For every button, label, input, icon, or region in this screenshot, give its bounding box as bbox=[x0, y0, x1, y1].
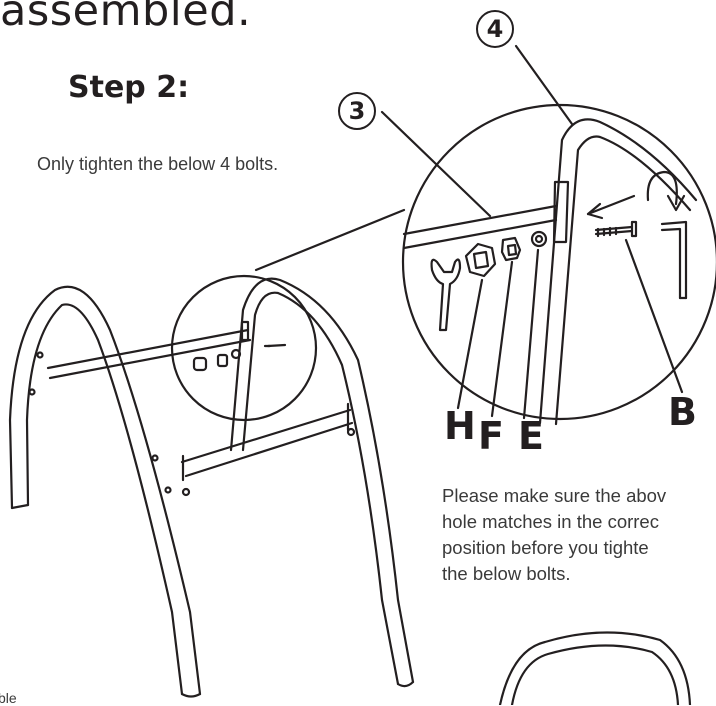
note-line: position before you tighte bbox=[442, 537, 649, 558]
note-line: Please make sure the abov bbox=[442, 485, 667, 506]
note-line: hole matches in the correc bbox=[442, 511, 659, 532]
tighten-instruction: Only tighten the below 4 bolts. bbox=[37, 154, 279, 174]
label-part-b: B bbox=[668, 390, 697, 434]
leader-part-3 bbox=[380, 110, 492, 218]
large-detail-circle bbox=[401, 103, 716, 426]
alignment-note: Please make sure the abov hole matches i… bbox=[442, 483, 716, 587]
chair-frame bbox=[8, 277, 415, 698]
badge-part-4: 4 bbox=[476, 10, 514, 48]
seat-frame-partial bbox=[498, 631, 692, 705]
label-part-h: H bbox=[444, 404, 476, 448]
step-title: Step 2: bbox=[68, 70, 190, 105]
small-detail-circle bbox=[170, 274, 318, 422]
badge-part-3: 3 bbox=[338, 92, 376, 130]
page-heading: assembled. bbox=[0, 0, 252, 36]
callout-line-top bbox=[254, 208, 406, 272]
label-part-f: F bbox=[478, 414, 504, 458]
footnote-fragment: ble bbox=[0, 690, 17, 706]
label-part-e: E bbox=[518, 414, 544, 458]
leader-part-4 bbox=[514, 44, 574, 126]
note-line: the below bolts. bbox=[442, 563, 571, 584]
